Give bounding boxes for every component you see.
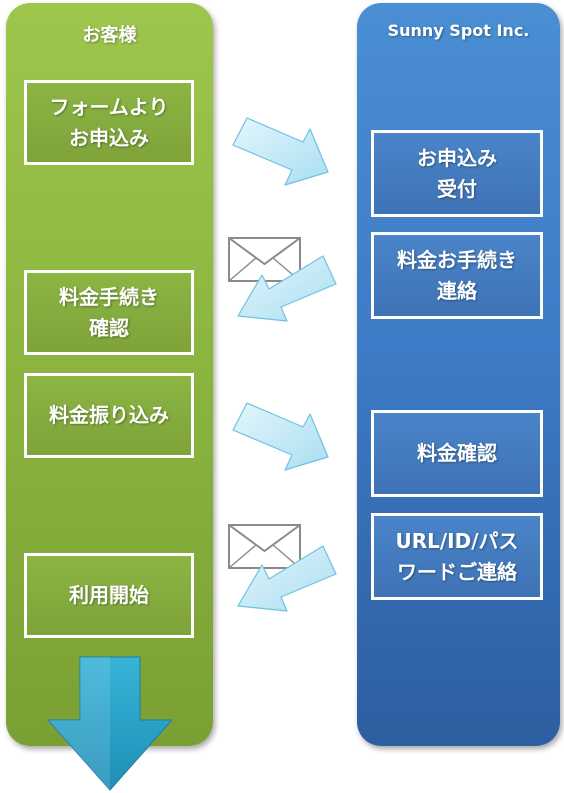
arrow-right-2 [232, 402, 329, 471]
envelope-icon [228, 524, 301, 569]
company-lane-title: Sunny Spot Inc. [387, 21, 530, 40]
arrow-right-1 [232, 117, 329, 186]
arrow-left-2 [237, 545, 337, 612]
down-arrow [46, 656, 174, 791]
step-apply-form: フォームより お申込み [24, 80, 194, 165]
arrow-left-1 [237, 255, 337, 322]
step-fee-procedure-contact: 料金お手続き 連絡 [371, 232, 543, 319]
step-fee-check: 料金確認 [371, 410, 543, 497]
step-start-use: 利用開始 [24, 553, 194, 638]
envelope-icon [228, 237, 301, 282]
step-receive-application: お申込み 受付 [371, 130, 543, 217]
step-fee-confirm-procedure: 料金手続き 確認 [24, 270, 194, 355]
step-credentials-contact: URL/ID/パス ワードご連絡 [371, 513, 543, 600]
step-fee-payment: 料金振り込み [24, 373, 194, 458]
customer-lane-title: お客様 [82, 25, 137, 46]
company-lane: Sunny Spot Inc. [357, 3, 560, 746]
